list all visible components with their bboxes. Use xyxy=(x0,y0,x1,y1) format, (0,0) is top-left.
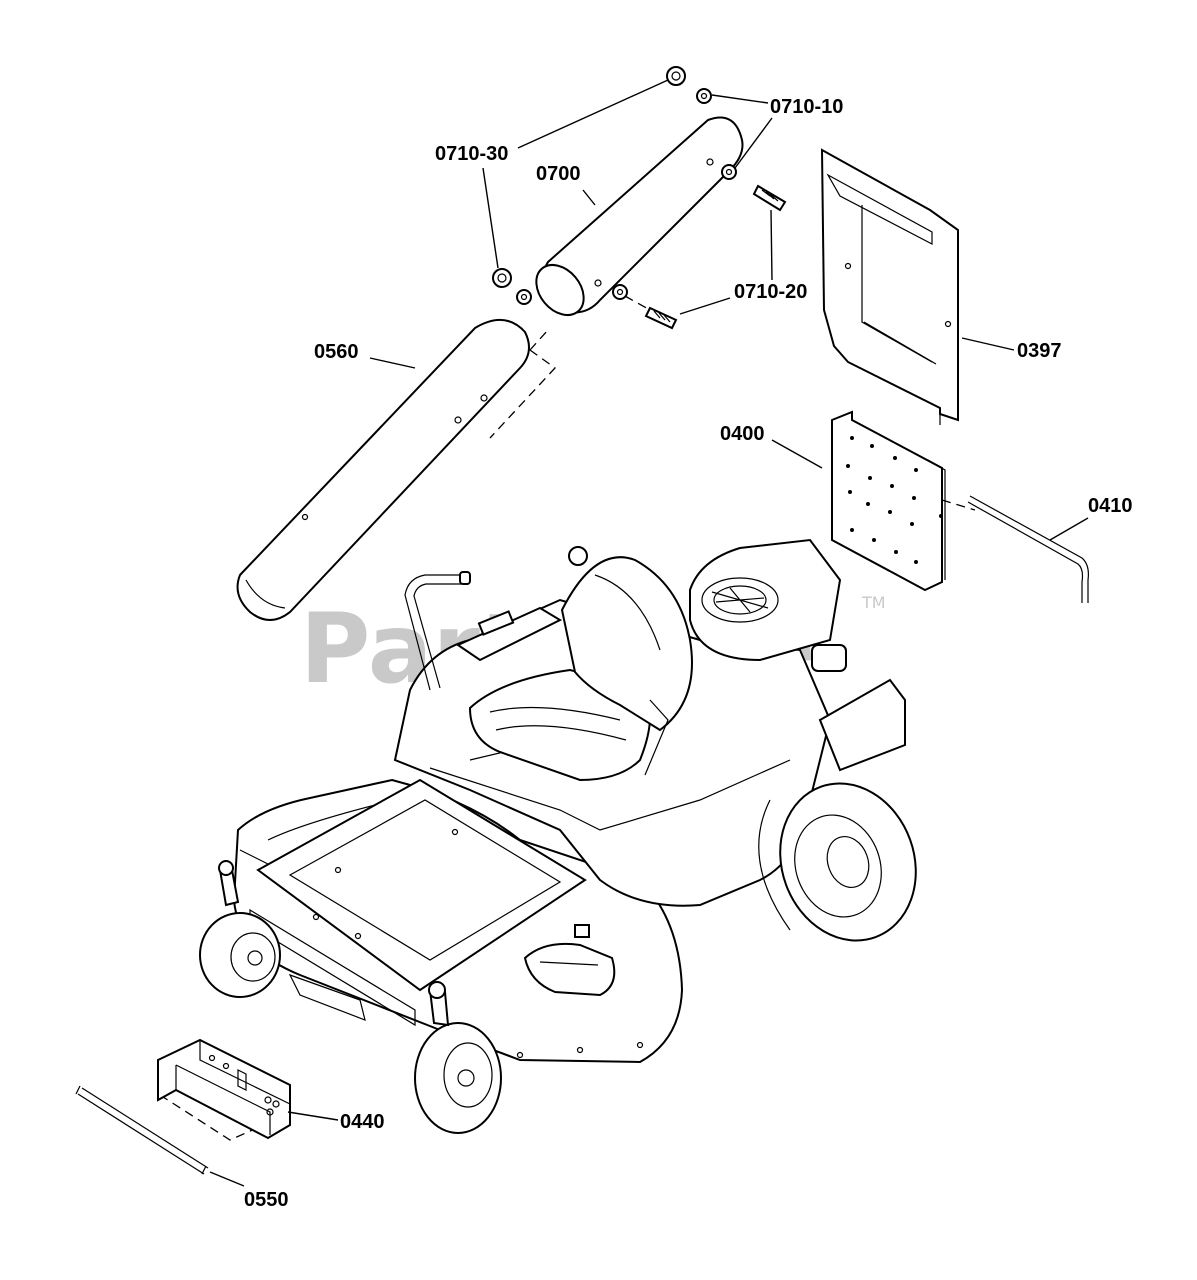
rear-wheel xyxy=(758,782,917,942)
watermark-trademark: TM xyxy=(861,593,886,612)
tube-0700[interactable] xyxy=(527,116,744,325)
mounting-plate-0400[interactable] xyxy=(831,410,946,592)
bracket-0397[interactable] xyxy=(820,148,959,425)
washer-top[interactable] xyxy=(696,88,712,104)
callout-0397: 0397 xyxy=(1017,340,1062,362)
callout-0440: 0440 xyxy=(340,1111,385,1133)
tube-0560[interactable] xyxy=(236,319,530,621)
washer-lower-left[interactable] xyxy=(516,289,532,305)
callout-0700: 0700 xyxy=(536,163,581,185)
front-caster-right xyxy=(414,981,502,1134)
callout-0400: 0400 xyxy=(720,423,765,445)
bolt-lower[interactable] xyxy=(644,306,678,330)
nut-top[interactable] xyxy=(666,66,686,86)
callout-0710-20: 0710-20 xyxy=(734,281,807,303)
washer-lower-right[interactable] xyxy=(612,284,628,300)
callout-0550: 0550 xyxy=(244,1189,289,1211)
washer-right[interactable] xyxy=(721,164,737,180)
front-caster-left xyxy=(199,860,281,998)
rod-0550[interactable] xyxy=(75,1085,209,1175)
hitch-bracket-0440[interactable] xyxy=(157,1038,291,1140)
zero-turn-mower xyxy=(199,538,917,1134)
nut-lower-left[interactable] xyxy=(492,268,512,288)
callout-0410: 0410 xyxy=(1088,495,1133,517)
callout-0710-30: 0710-30 xyxy=(435,143,508,165)
pin-0410[interactable] xyxy=(967,495,1089,603)
callout-0560: 0560 xyxy=(314,341,359,363)
bolt-upper[interactable] xyxy=(752,184,787,212)
callout-0710-10: 0710-10 xyxy=(770,96,843,118)
